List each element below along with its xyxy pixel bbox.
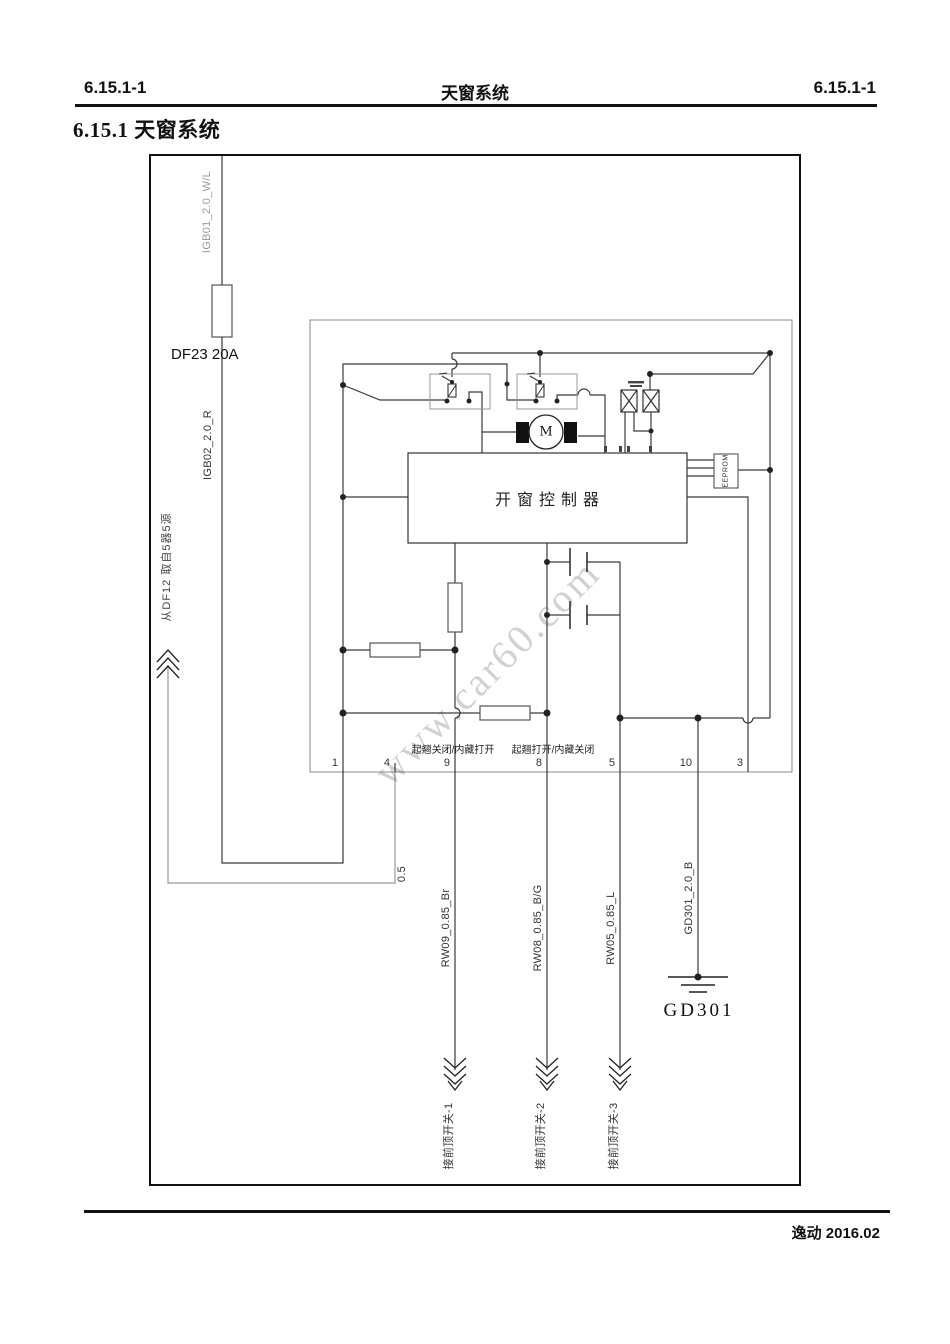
wire-light (167, 666, 396, 884)
ground-name-label: GD301 (663, 1000, 735, 1021)
page-number-right: 6.15.1-1 (813, 78, 876, 97)
diagram-outer-border (149, 154, 801, 1186)
relay-box-1 (429, 373, 491, 410)
motor-brush-right (564, 422, 577, 443)
controller-label: 开窗控制器 (494, 492, 606, 509)
wire-hops (451, 358, 754, 724)
wire-label-igb01: IGB01_2.0_W/L (201, 170, 213, 254)
pin-number-5: 5 (608, 757, 615, 769)
junction-dots (339, 350, 773, 722)
relay-symbols (438, 372, 545, 398)
capacitor-symbols (569, 548, 588, 629)
page-title-center: 天窗系统 (441, 84, 509, 103)
source-note: 从DF12 取自5器5源 (161, 512, 173, 622)
microtext-marks (604, 381, 652, 452)
fuse-symbol (211, 284, 233, 338)
wire-label-rw05: RW05_0.85_L (605, 891, 617, 965)
eeprom-label: EEPROM (722, 454, 730, 488)
eeprom-box (713, 453, 739, 489)
footer-model: 逸动 (791, 1225, 822, 1242)
fuse-label: DF23 20A (171, 346, 239, 363)
footer-rule (84, 1210, 890, 1213)
pin-number-1: 1 (331, 757, 338, 769)
resistor-horizontal-2 (479, 705, 531, 721)
wire-gauge-label: 0.5 (396, 865, 408, 883)
ground-symbol (668, 973, 728, 993)
section-number: 6.15.1 (73, 118, 129, 142)
resistor-vertical (447, 582, 463, 633)
wire-label-rw08: RW08_0.85_B/G (532, 884, 544, 972)
wires-dark (221, 156, 771, 1070)
section-text: 天窗系统 (134, 118, 221, 142)
footer-date: 2016.02 (825, 1225, 880, 1242)
sunroof-module-border (309, 319, 793, 773)
wire-label-rw09: RW09_0.85_Br (440, 888, 452, 968)
connector-label-switch2: 接前顶开关-2 (535, 1102, 547, 1170)
connector-label-switch1: 接前顶开关-1 (443, 1102, 455, 1170)
page-number-left: 6.15.1-1 (84, 78, 147, 97)
motor-brush-left (516, 422, 529, 443)
function-label-pin9: 起翘关闭/内藏打开 (411, 745, 495, 756)
connector-label-switch3: 接前顶开关-3 (608, 1102, 620, 1170)
wire-label-igb02: IGB02_2.0_R (202, 410, 214, 480)
relay-box-2 (516, 373, 578, 410)
section-title: 6.15.1 天窗系统 (73, 114, 220, 144)
motor-symbol (528, 414, 564, 450)
relay-armature-hatch (447, 384, 545, 398)
pin-number-8: 8 (535, 757, 542, 769)
wire-label-gd301: GD301_2.0_B (683, 861, 695, 935)
header-rule (75, 104, 877, 107)
resistor-horizontal-1 (369, 642, 421, 658)
pin-number-10: 10 (679, 757, 692, 769)
controller-box (407, 452, 688, 544)
pin-number-9: 9 (443, 757, 450, 769)
motor-label: M (539, 424, 553, 440)
arrow-up-df12 (156, 649, 180, 679)
arrows-down-switches (443, 1057, 632, 1092)
pin-number-3: 3 (736, 757, 743, 769)
function-label-pin8: 起翘打开/内藏关闭 (511, 745, 595, 756)
hall-sensor-icons (620, 389, 660, 413)
footer-text: 逸动 2016.02 (792, 1222, 880, 1243)
pin-number-4: 4 (383, 757, 390, 769)
